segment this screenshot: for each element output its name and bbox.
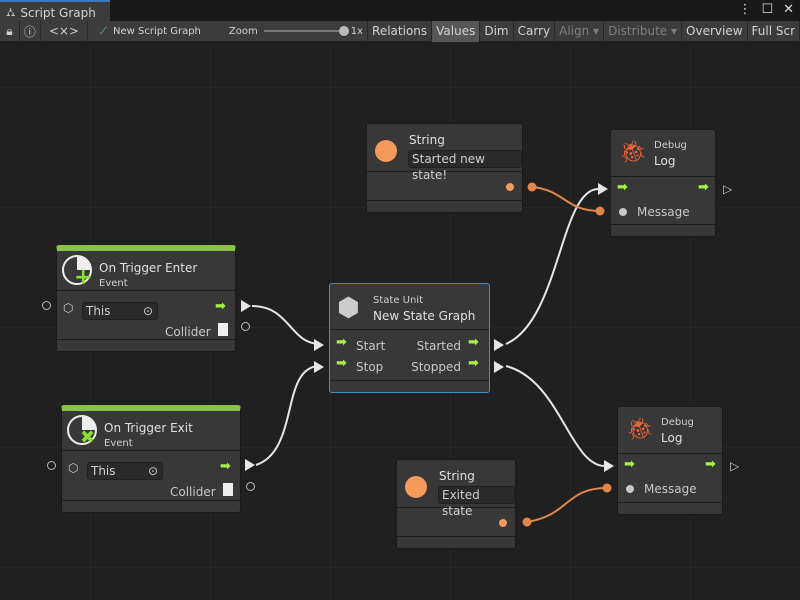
flow-out-arrow-icon[interactable]: ➡ xyxy=(220,459,231,474)
node-title: New State Graph xyxy=(373,309,476,323)
start-port[interactable]: Start xyxy=(356,339,386,353)
tab-bar: ⛼Script Graph ⋮ ☐ ✕ xyxy=(0,0,800,21)
target-input-port[interactable] xyxy=(42,301,51,310)
align-dropdown[interactable]: Align ▾ xyxy=(555,20,605,42)
string-value-field[interactable]: Started new state! xyxy=(408,150,522,182)
flow-out-port[interactable] xyxy=(241,300,251,312)
collider-output-port[interactable] xyxy=(246,482,255,491)
on-trigger-exit-node[interactable]: ✖ On Trigger Exit Event ⬡ This⊙ ➡ Collid… xyxy=(61,405,241,513)
toolbar: 🔒︎ ⓘ <×> ⟋ New Script Graph Zoom 1x Rela… xyxy=(0,20,800,42)
flow-out-arrow-icon[interactable]: ➡ xyxy=(698,180,709,195)
flow-in-arrow-icon[interactable]: ➡ xyxy=(624,457,635,472)
string-output-port[interactable] xyxy=(506,183,514,191)
node-title: On Trigger Exit xyxy=(104,421,193,435)
start-in-port[interactable] xyxy=(314,339,324,351)
string-output-port[interactable] xyxy=(499,519,507,527)
message-port[interactable] xyxy=(626,485,634,493)
string-value-field[interactable]: Exited state xyxy=(438,486,515,518)
string-icon xyxy=(375,140,397,162)
flow-out-port-icon[interactable]: ▷ xyxy=(730,459,740,473)
cube-icon: ⬡ xyxy=(68,461,79,475)
debug-log-node[interactable]: 🐞︎ Debug Log ➡ ➡ Message xyxy=(610,129,716,237)
bug-icon: 🐞︎ xyxy=(619,140,647,165)
target-field[interactable]: This⊙ xyxy=(82,302,158,320)
node-title: On Trigger Enter xyxy=(99,261,198,275)
hierarchy-icon: ⛼ xyxy=(6,4,16,19)
string-icon xyxy=(405,476,427,498)
stopped-port[interactable]: Stopped xyxy=(411,360,461,374)
node-title: String xyxy=(439,469,475,483)
node-title: Log xyxy=(654,154,676,168)
message-port[interactable] xyxy=(619,208,627,216)
stop-port[interactable]: Stop xyxy=(356,360,384,374)
on-trigger-enter-node[interactable]: + On Trigger Enter Event ⬡ This⊙ ➡ Colli… xyxy=(56,245,236,352)
collider-icon xyxy=(218,323,228,336)
tab-script-graph[interactable]: ⛼Script Graph xyxy=(0,0,110,21)
collider-icon xyxy=(223,483,233,496)
node-title: Log xyxy=(661,431,683,445)
zoom-value: 1x xyxy=(350,25,364,37)
state-unit-icon: ⬢ xyxy=(337,293,360,323)
bug-icon: 🐞︎ xyxy=(626,417,654,442)
stopped-out-port[interactable] xyxy=(494,361,504,373)
close-icon[interactable]: ✕ xyxy=(783,2,794,17)
state-unit-node[interactable]: ⬢ State Unit New State Graph ➡ Start ➡ S… xyxy=(329,283,490,393)
maximize-icon[interactable]: ☐ xyxy=(761,2,774,17)
flow-out-arrow-icon[interactable]: ➡ xyxy=(215,299,226,314)
trigger-enter-icon xyxy=(62,255,92,285)
distribute-dropdown[interactable]: Distribute ▾ xyxy=(604,20,683,42)
log2-flow-in-port[interactable] xyxy=(604,460,614,472)
target-field[interactable]: This⊙ xyxy=(87,462,163,480)
zoom-slider[interactable] xyxy=(263,26,349,36)
dim-button[interactable]: Dim xyxy=(480,20,514,42)
relations-button[interactable]: Relations xyxy=(368,20,433,42)
log1-flow-in-port[interactable] xyxy=(598,183,608,195)
node-title: String xyxy=(409,133,445,147)
started-out-port[interactable] xyxy=(494,339,504,351)
trigger-exit-icon xyxy=(67,415,97,445)
graph-icon: ⟋ xyxy=(100,25,108,37)
collider-output-port[interactable] xyxy=(241,322,250,331)
flow-out-arrow-icon[interactable]: ➡ xyxy=(705,457,716,472)
debug-log-node[interactable]: 🐞︎ Debug Log ➡ ➡ Message xyxy=(617,406,723,515)
flow-in-arrow-icon[interactable]: ➡ xyxy=(617,180,628,195)
string-node[interactable]: String Started new state! xyxy=(366,123,523,213)
cube-icon: ⬡ xyxy=(63,301,74,315)
lock-icon[interactable]: 🔒︎ xyxy=(0,20,20,42)
stop-in-port[interactable] xyxy=(314,361,324,373)
code-button[interactable]: <×> xyxy=(41,20,89,42)
overview-button[interactable]: Overview xyxy=(682,20,748,42)
fullscreen-button[interactable]: Full Scr xyxy=(748,20,800,42)
target-input-port[interactable] xyxy=(47,461,56,470)
info-icon[interactable]: ⓘ xyxy=(20,20,41,42)
values-button[interactable]: Values xyxy=(432,20,481,42)
started-port[interactable]: Started xyxy=(416,339,461,353)
graph-name[interactable]: New Script Graph xyxy=(113,25,201,37)
zoom-label: Zoom xyxy=(228,25,258,37)
more-icon[interactable]: ⋮ xyxy=(738,2,752,17)
flow-out-port[interactable] xyxy=(245,459,255,471)
string-node[interactable]: String Exited state xyxy=(396,459,516,549)
flow-out-port-icon[interactable]: ▷ xyxy=(723,182,733,196)
carry-button[interactable]: Carry xyxy=(514,20,556,42)
